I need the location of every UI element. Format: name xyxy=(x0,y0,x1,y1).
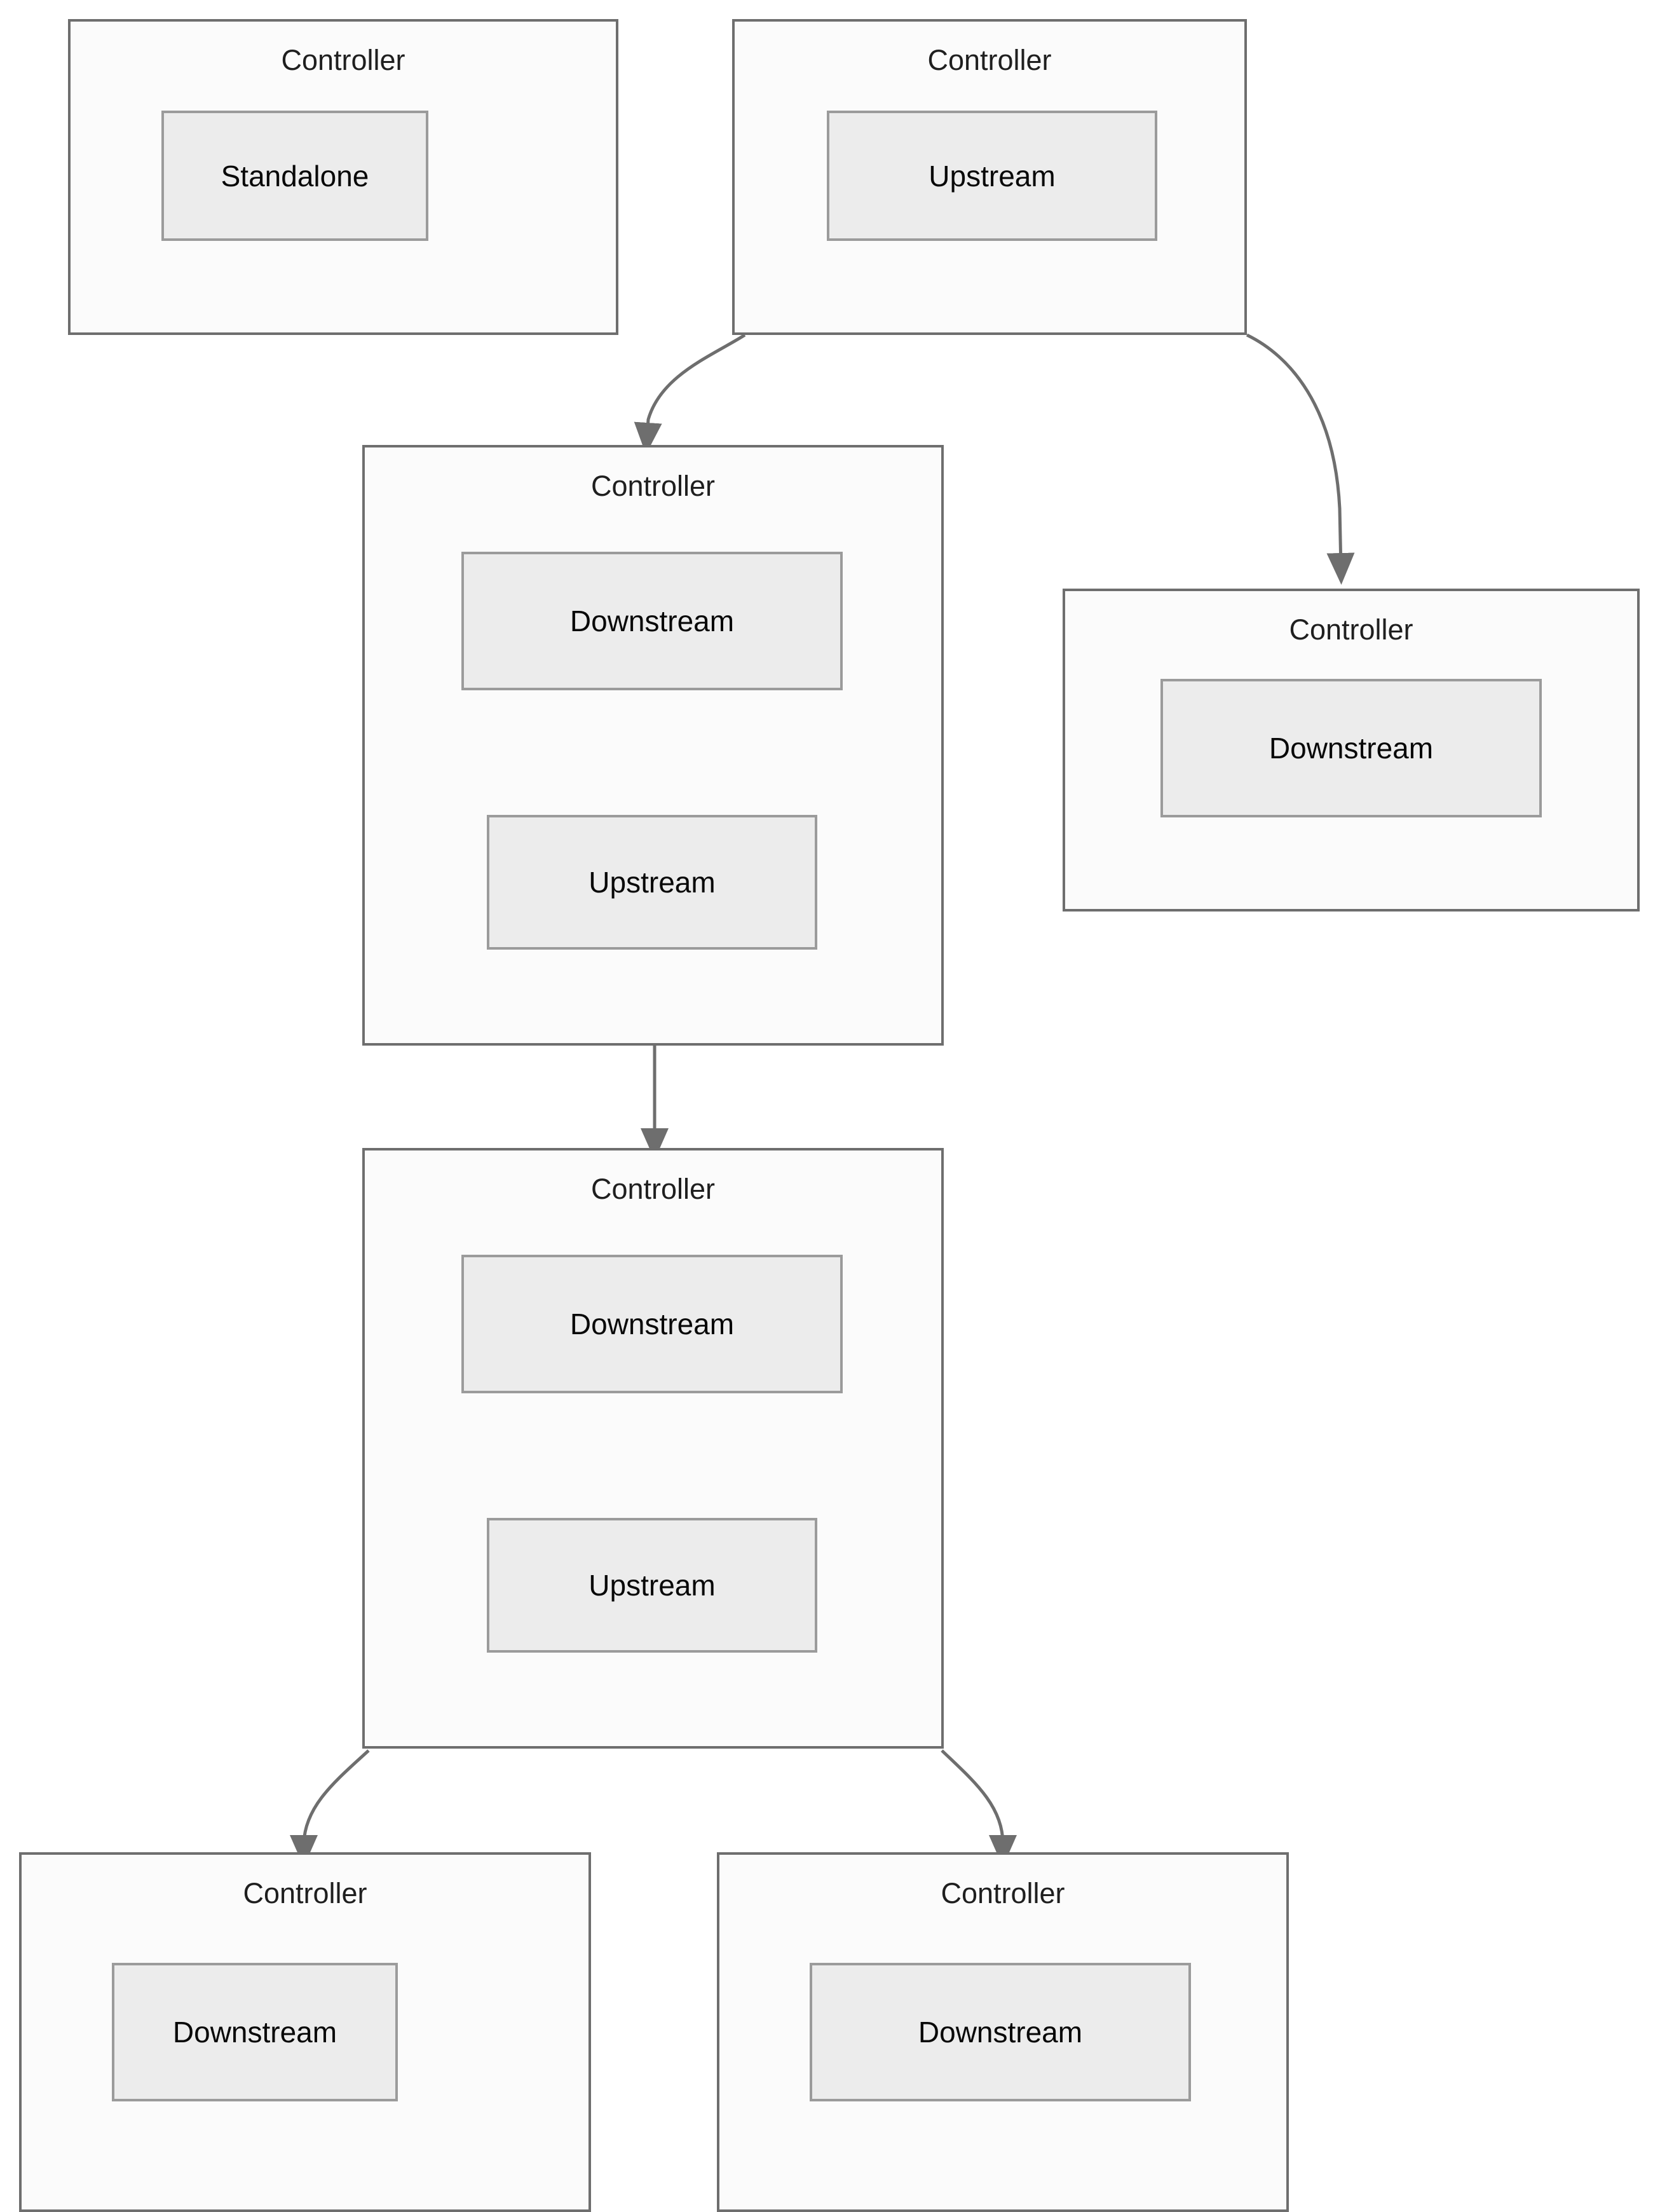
controller-mid-one[interactable]: Controller Downstream Upstream xyxy=(362,445,944,1046)
controller-bottom-right-leaf[interactable]: Controller Downstream xyxy=(717,1852,1289,2212)
controller-right-leaf[interactable]: Controller Downstream xyxy=(1063,589,1640,911)
controller-title: Controller xyxy=(243,1877,367,1909)
node-label: Downstream xyxy=(569,1307,735,1341)
node-label: Upstream xyxy=(588,1569,716,1602)
controller-root-upstream[interactable]: Controller Upstream xyxy=(732,19,1247,335)
controller-title: Controller xyxy=(281,44,405,76)
node-mid-two-upstream[interactable]: Upstream xyxy=(487,1518,817,1653)
controller-title: Controller xyxy=(590,470,716,502)
node-right-leaf-downstream[interactable]: Downstream xyxy=(1160,679,1542,817)
node-root-upstream[interactable]: Upstream xyxy=(827,111,1157,241)
controller-title: Controller xyxy=(590,1173,716,1205)
edge-root-to-mid-one xyxy=(634,333,746,454)
node-standalone[interactable]: Standalone xyxy=(161,111,428,241)
node-label: Downstream xyxy=(569,604,735,638)
node-label: Downstream xyxy=(918,2016,1083,2049)
edge-root-to-right-leaf xyxy=(1246,333,1355,585)
node-bottom-left-downstream[interactable]: Downstream xyxy=(112,1963,398,2101)
controller-title: Controller xyxy=(1289,613,1413,646)
node-label: Upstream xyxy=(588,866,716,899)
edge-mid-two-to-bottom-right xyxy=(941,1749,1017,1867)
node-mid-one-upstream[interactable]: Upstream xyxy=(487,815,817,950)
controller-standalone[interactable]: Controller Standalone xyxy=(68,19,618,335)
node-label: Upstream xyxy=(929,159,1056,193)
node-bottom-right-downstream[interactable]: Downstream xyxy=(810,1963,1191,2101)
node-label: Standalone xyxy=(221,159,369,193)
node-mid-one-downstream[interactable]: Downstream xyxy=(461,552,843,690)
node-label: Downstream xyxy=(1269,732,1434,765)
edge-mid-two-to-bottom-left xyxy=(290,1749,370,1867)
controller-bottom-left-leaf[interactable]: Controller Downstream xyxy=(19,1852,591,2212)
controller-mid-two[interactable]: Controller Downstream Upstream xyxy=(362,1148,944,1749)
controller-title: Controller xyxy=(927,44,1052,76)
node-mid-two-downstream[interactable]: Downstream xyxy=(461,1255,843,1393)
controller-title: Controller xyxy=(941,1877,1065,1909)
node-label: Downstream xyxy=(172,2016,337,2049)
